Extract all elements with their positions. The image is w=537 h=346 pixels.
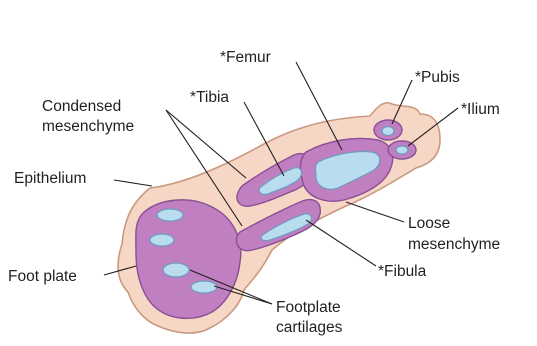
footplate-cartilage-4 (191, 281, 217, 293)
label-epithelium: Epithelium (14, 170, 86, 187)
label-foot-plate: Foot plate (8, 268, 77, 285)
label-loose-mesenchyme-2: mesenchyme (408, 236, 500, 253)
label-fibula: *Fibula (378, 263, 427, 280)
label-loose-mesenchyme-1: Loose (408, 215, 450, 232)
pubis-cartilage (382, 127, 394, 136)
label-pubis: *Pubis (415, 69, 460, 86)
foot-plate (136, 200, 241, 319)
label-condensed-mesenchyme-1: Condensed (42, 98, 121, 115)
label-footplate-cartilages-2: cartilages (276, 319, 343, 336)
ilium-cartilage (396, 146, 408, 154)
footplate-cartilage-1 (157, 209, 183, 221)
label-femur: *Femur (220, 49, 271, 66)
label-tibia: *Tibia (190, 89, 229, 106)
label-condensed-mesenchyme-2: mesenchyme (42, 118, 134, 135)
footplate-cartilage-3 (163, 263, 189, 277)
label-ilium: *Ilium (461, 101, 500, 118)
footplate-cartilage-2 (150, 234, 174, 246)
label-footplate-cartilages-1: Footplate (276, 299, 341, 316)
